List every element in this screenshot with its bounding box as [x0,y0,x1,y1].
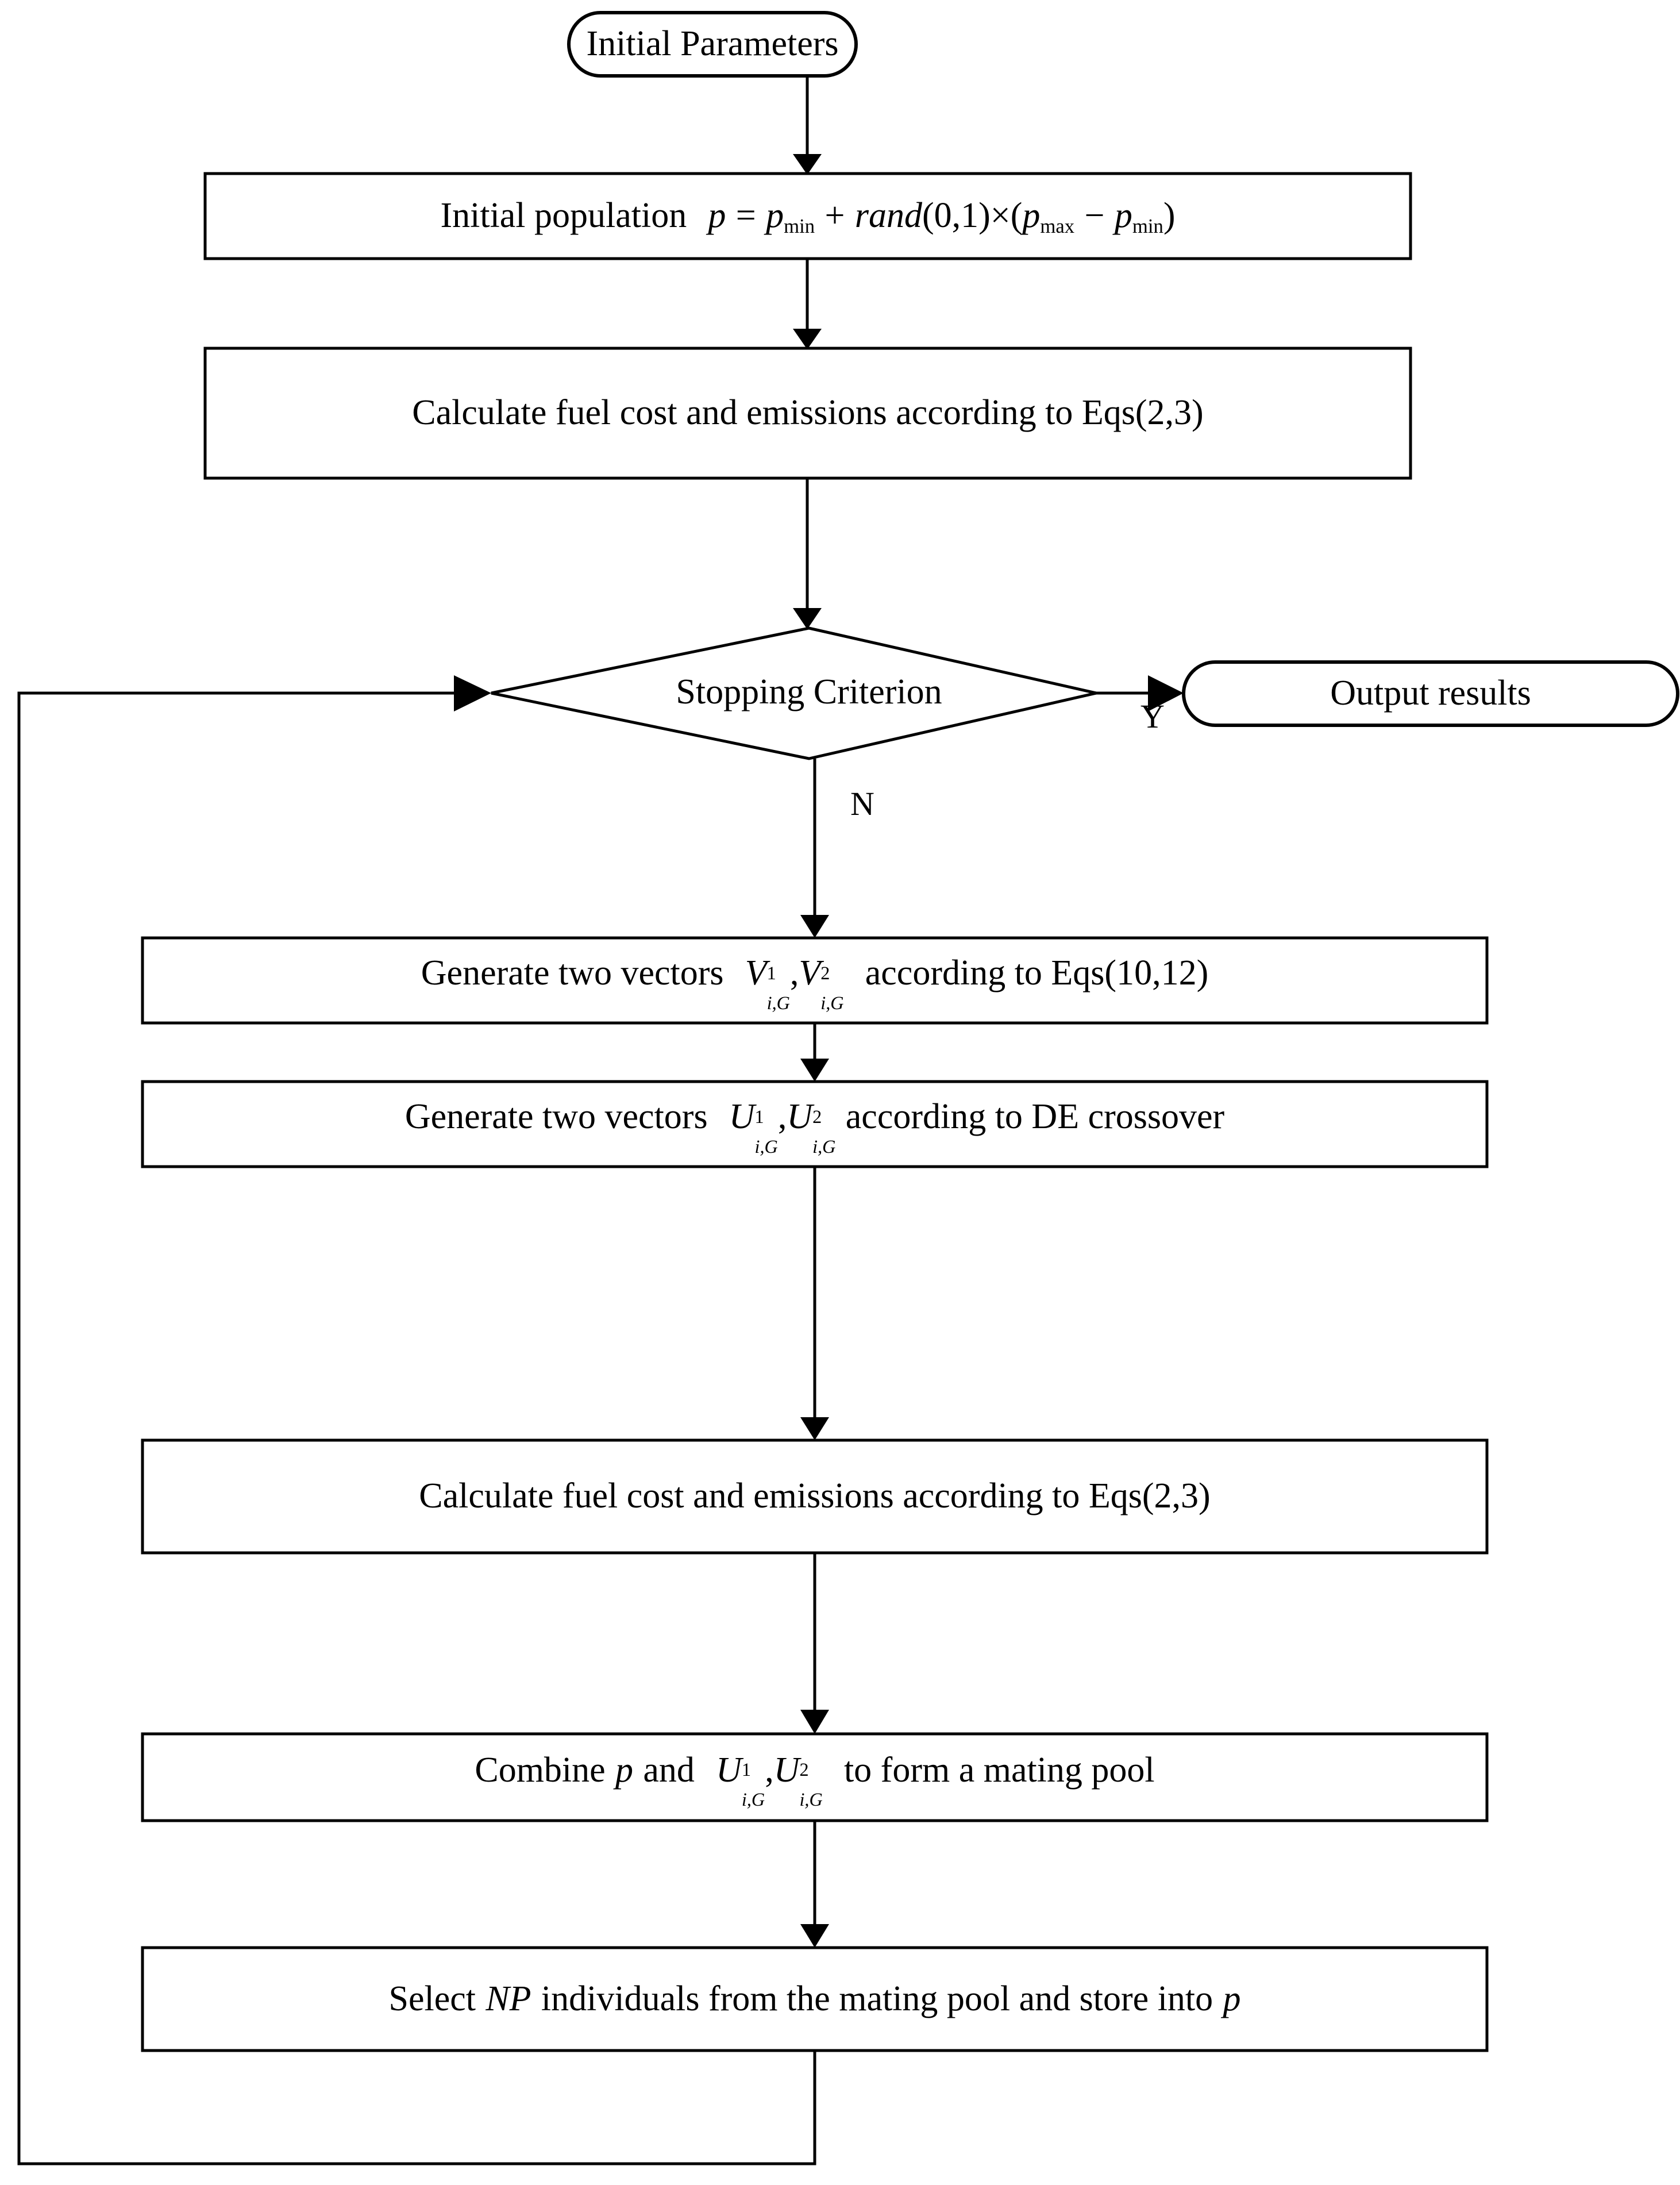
node-combine[interactable] [141,1732,1489,1822]
node-select[interactable] [141,1946,1489,2052]
node-output-results[interactable] [1182,660,1679,727]
arrowhead-generate-v [800,915,829,938]
arrowhead-init-population [793,154,822,175]
arrowhead-combine [800,1710,829,1734]
node-start[interactable] [567,11,858,78]
node-init-population[interactable] [203,172,1412,260]
node-calc-1[interactable] [203,347,1412,480]
edge-select-feedback-loop [17,691,816,2165]
arrowhead-generate-u [800,1059,829,1082]
node-calc-2[interactable] [141,1438,1489,1555]
arrowhead-select [800,1924,829,1948]
node-generate-u[interactable] [141,1080,1489,1168]
arrowhead-calc-1 [793,329,822,349]
arrowhead-decision-top [793,608,822,629]
arrowhead-output-results [1148,675,1184,711]
node-generate-v[interactable] [141,936,1489,1025]
branch-label-no: N [850,785,874,822]
arrowhead-decision-left [454,675,491,711]
node-stopping-criterion[interactable] [491,626,1097,760]
branch-label-yes: Y [1140,698,1165,735]
arrowhead-calc-2 [800,1417,829,1440]
